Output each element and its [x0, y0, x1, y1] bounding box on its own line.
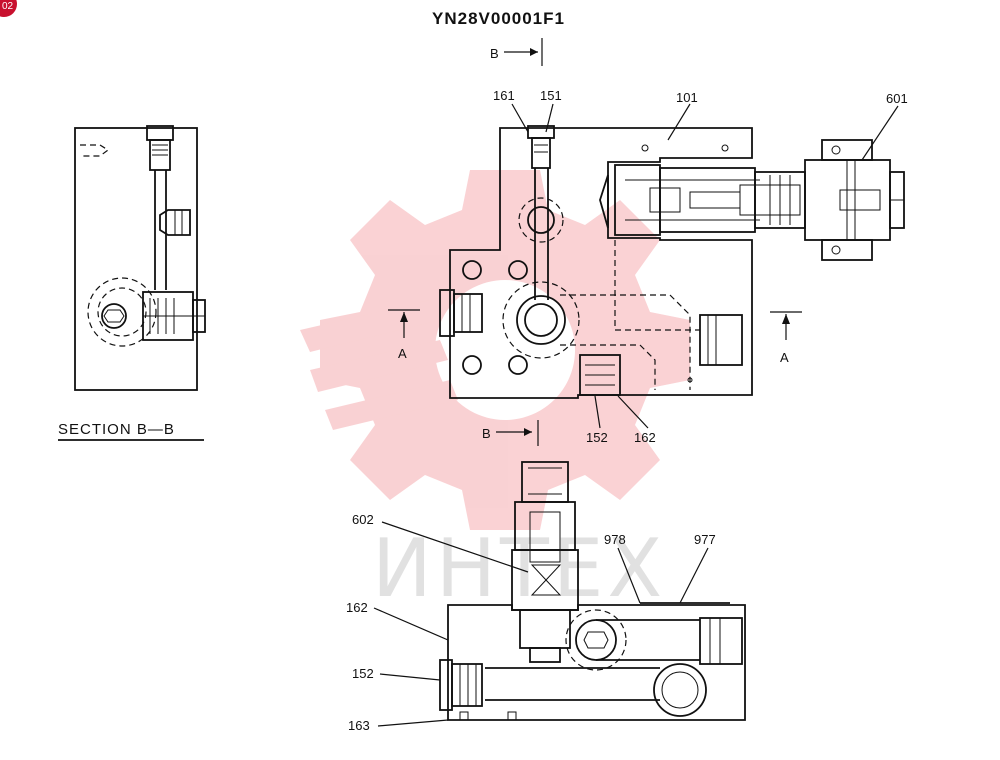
section-mark-a-left: A: [388, 309, 420, 361]
label-162-bottom: 162: [346, 600, 368, 615]
label-101: 101: [676, 90, 698, 105]
drawing-title: YN28V00001F1: [432, 9, 565, 28]
label-163: 163: [348, 718, 370, 733]
svg-text:02: 02: [2, 1, 14, 12]
svg-text:A: A: [780, 350, 789, 365]
label-601: 601: [886, 91, 908, 106]
leader-lines: [373, 103, 899, 727]
section-mark-b-bottom: B: [482, 420, 539, 446]
section-b-b-view: [74, 125, 206, 391]
label-602: 602: [352, 512, 374, 527]
label-152-top: 152: [586, 430, 608, 445]
label-151: 151: [540, 88, 562, 103]
section-caption: SECTION B—B: [58, 421, 175, 438]
bottom-side-view: [439, 461, 746, 721]
svg-text:B: B: [490, 46, 499, 61]
svg-text:B: B: [482, 426, 491, 441]
label-152-bottom: 152: [352, 666, 374, 681]
watermark-gear-icon: [300, 170, 690, 530]
section-mark-a-right: A: [770, 311, 802, 365]
main-top-view: [439, 125, 753, 399]
relief-valve-cartridge: [599, 139, 905, 261]
section-mark-b-top: B: [490, 38, 543, 66]
label-162-top: 162: [634, 430, 656, 445]
label-161: 161: [493, 88, 515, 103]
svg-text:A: A: [398, 346, 407, 361]
label-978: 978: [604, 532, 626, 547]
corner-badge: 02: [0, 0, 17, 17]
label-977: 977: [694, 532, 716, 547]
